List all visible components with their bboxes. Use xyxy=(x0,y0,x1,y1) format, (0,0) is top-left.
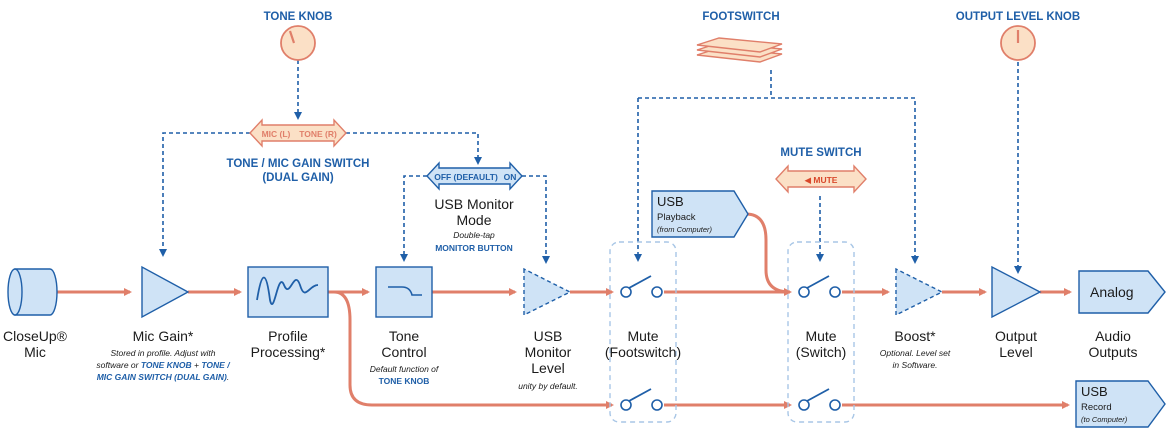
footswitch-icon[interactable] xyxy=(696,37,783,63)
tone-knob-label: TONE KNOB xyxy=(264,11,333,23)
tone-control-label: Tone xyxy=(389,328,420,344)
usb-playback-title: USB xyxy=(657,194,684,209)
audio-outputs-label: Audio xyxy=(1095,328,1131,344)
usb-playback-sub: Playback xyxy=(657,212,696,223)
boost-amp-icon xyxy=(895,267,944,317)
mute-switch-control[interactable]: ◀ MUTE xyxy=(775,164,867,194)
usb-monitor-level-label-2: Monitor xyxy=(525,344,572,360)
filter-curve-icon xyxy=(388,286,422,296)
mute-switch-block-label: Mute xyxy=(805,328,836,344)
usb-monitor-mode-note: Double-tap xyxy=(453,230,495,240)
boost-title: Boost* xyxy=(894,328,936,344)
analog-port-label: Analog xyxy=(1090,284,1134,300)
tone-control-label-2: Control xyxy=(381,344,426,360)
tone-control-note-2: TONE KNOB xyxy=(379,376,430,386)
profile-processing-label-2: Processing* xyxy=(251,344,326,360)
closeup-mic-label-2: Mic xyxy=(24,344,46,360)
boost-note-2: in Software. xyxy=(893,360,938,370)
usb-monitor-mode-label: USB Monitor xyxy=(434,196,514,212)
mic-gain-note-3: MIC GAIN SWITCH (DUAL GAIN). xyxy=(97,372,230,382)
mute-footswitch-upper-switch-icon xyxy=(620,275,663,298)
switch-option-off: OFF (DEFAULT) xyxy=(434,172,498,182)
mute-footswitch-lower-switch-icon xyxy=(620,388,663,411)
tone-control-block xyxy=(375,266,433,318)
waveform-icon xyxy=(256,276,319,305)
usb-record-note: (to Computer) xyxy=(1081,415,1128,424)
usb-monitor-level-label: USB xyxy=(534,328,563,344)
mute-switch-lower-switch-icon xyxy=(798,388,841,411)
profile-processing-block xyxy=(247,266,329,318)
usb-monitor-mode-label-2: Mode xyxy=(456,212,491,228)
switch-option-on: ON xyxy=(504,172,517,182)
tone-mic-switch-sublabel: (DUAL GAIN) xyxy=(262,172,334,184)
output-level-label-2: Level xyxy=(999,344,1032,360)
tone-mic-switch-label: TONE / MIC GAIN SWITCH xyxy=(227,158,370,170)
mute-switch-block-label-2: (Switch) xyxy=(796,344,847,360)
mute-footswitch-label-2: (Footswitch) xyxy=(605,344,681,360)
mic-icon xyxy=(7,268,58,316)
mute-footswitch-group xyxy=(609,241,677,423)
mute-switch-value: ◀ MUTE xyxy=(805,175,838,185)
control-paths xyxy=(159,60,1022,274)
output-level-knob-label: OUTPUT LEVEL KNOB xyxy=(956,11,1080,23)
mic-gain-title: Mic Gain* xyxy=(133,328,194,344)
mic-gain-amp-icon xyxy=(141,265,190,319)
tone-knob-icon[interactable] xyxy=(280,25,316,61)
mic-gain-note-1: Stored in profile. Adjust with xyxy=(110,348,215,358)
footswitch-label: FOOTSWITCH xyxy=(702,11,779,23)
mic-gain-note-2: software or TONE KNOB + TONE / xyxy=(96,360,231,370)
output-level-label: Output xyxy=(995,328,1037,344)
usb-playback-port: USB Playback (from Computer) xyxy=(651,190,749,238)
tone-mic-gain-switch[interactable]: MIC (L) TONE (R) xyxy=(249,118,347,148)
usb-record-port: USB Record (to Computer) xyxy=(1075,380,1166,428)
output-level-amp-icon xyxy=(991,265,1042,319)
mute-switch-group xyxy=(787,241,855,423)
mute-footswitch-label: Mute xyxy=(627,328,658,344)
usb-playback-note: (from Computer) xyxy=(657,225,713,234)
usb-monitor-level-note: unity by default. xyxy=(518,381,578,391)
output-level-knob-icon[interactable] xyxy=(1000,25,1036,61)
usb-record-sub: Record xyxy=(1081,402,1112,413)
switch-option-tone: TONE (R) xyxy=(299,129,337,139)
switch-option-mic: MIC (L) xyxy=(262,129,291,139)
usb-monitor-level-amp-icon xyxy=(523,267,572,317)
usb-monitor-mode-note-2: MONITOR BUTTON xyxy=(435,243,513,253)
boost-note: Optional. Level set xyxy=(880,348,951,358)
mute-switch-upper-switch-icon xyxy=(798,275,841,298)
audio-outputs-label-2: Outputs xyxy=(1088,344,1137,360)
tone-control-note: Default function of xyxy=(370,364,440,374)
profile-processing-label: Profile xyxy=(268,328,308,344)
closeup-mic-label: CloseUp® xyxy=(3,328,68,344)
usb-monitor-level-label-3: Level xyxy=(531,360,564,376)
mute-switch-label: MUTE SWITCH xyxy=(780,147,861,159)
signal-paths xyxy=(57,212,1072,409)
usb-record-title: USB xyxy=(1081,384,1108,399)
usb-monitor-switch[interactable]: OFF (DEFAULT) ON xyxy=(426,161,523,191)
analog-output-port: Analog xyxy=(1078,270,1166,314)
